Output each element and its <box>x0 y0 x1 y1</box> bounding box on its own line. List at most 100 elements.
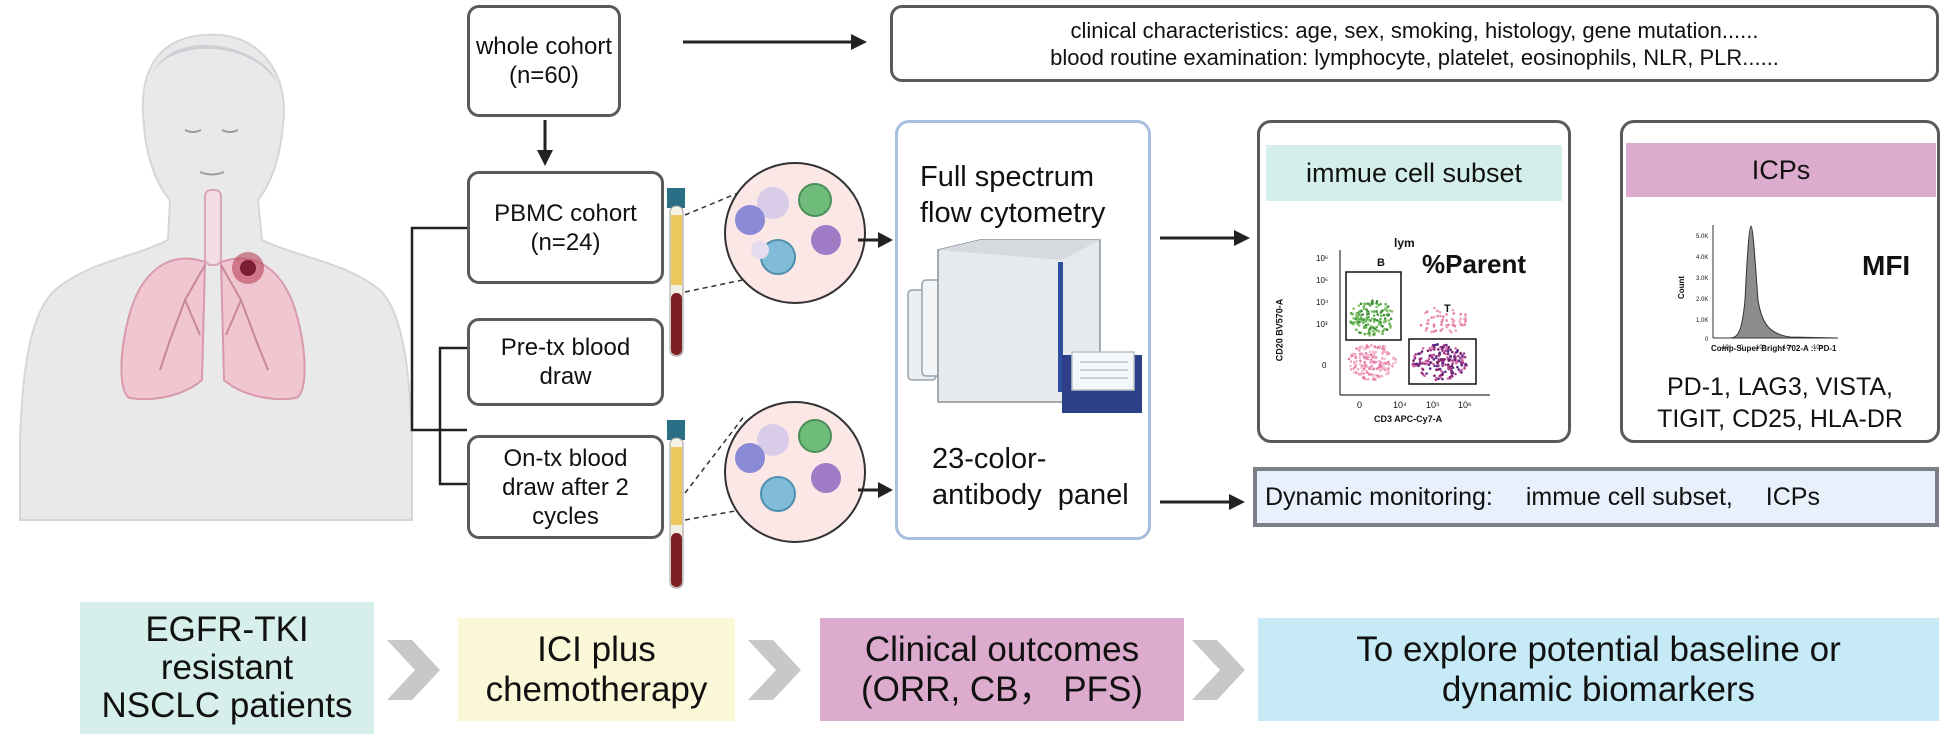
scatter-event <box>1351 321 1354 325</box>
clinical-line-2: blood routine examination: lymphocyte, p… <box>1050 44 1779 70</box>
scatter-event <box>1419 323 1423 327</box>
pbmc-cohort-label: PBMC cohort (n=24) <box>494 199 637 256</box>
histogram-y-tick: 1.0K <box>1696 318 1709 324</box>
scatter-event <box>1355 360 1358 363</box>
scatter-event <box>1436 314 1439 318</box>
scatter-event <box>1412 359 1415 362</box>
scatter-event <box>1385 350 1388 354</box>
scatter-event <box>1439 314 1442 318</box>
scatter-event <box>1449 367 1452 370</box>
scatter-event <box>1367 330 1371 333</box>
icp-header: ICPs <box>1626 143 1936 197</box>
scatter-event <box>1446 366 1450 370</box>
histogram-x-tick: 10⁵ <box>1813 345 1823 351</box>
scatter-event <box>1367 354 1371 358</box>
scatter-event <box>1369 353 1373 357</box>
scatter-event <box>1385 353 1389 357</box>
scatter-event <box>1358 355 1361 359</box>
scatter-y-tick: 10⁶ <box>1316 254 1329 263</box>
scatter-plot <box>1339 250 1490 396</box>
scatter-event <box>1427 357 1431 360</box>
plot-title: lym <box>1394 236 1415 250</box>
scatter-event <box>1377 359 1381 363</box>
scatter-event <box>1441 364 1444 368</box>
scatter-event <box>1382 350 1385 354</box>
blood-tube-icon <box>667 188 685 357</box>
scatter-event <box>1434 329 1438 333</box>
scatter-event <box>1461 361 1465 365</box>
scatter-event <box>1459 312 1462 316</box>
scatter-event <box>1354 371 1358 375</box>
scatter-event <box>1446 363 1450 367</box>
scatter-event <box>1425 372 1428 375</box>
scatter-event <box>1447 359 1451 362</box>
scatter-event <box>1445 343 1448 347</box>
scatter-event <box>1363 367 1366 371</box>
scatter-event <box>1362 372 1366 375</box>
dynamic-item-2: ICPs <box>1765 482 1820 511</box>
scatter-event <box>1441 349 1444 352</box>
scatter-y-tick: 10⁴ <box>1316 298 1329 307</box>
clinical-characteristics-box: clinical characteristics: age, sex, smok… <box>890 5 1939 82</box>
scatter-event <box>1445 313 1448 316</box>
scatter-event <box>1373 354 1376 358</box>
scatter-event <box>1438 311 1442 314</box>
parent-metric: %Parent <box>1422 249 1527 279</box>
histogram-y-tick: 5.0K <box>1696 234 1709 240</box>
scatter-event <box>1364 325 1367 329</box>
scatter-event <box>1385 328 1389 332</box>
scatter-event <box>1432 358 1436 361</box>
scatter-event <box>1387 319 1391 322</box>
scatter-event <box>1391 365 1394 368</box>
scatter-event <box>1454 347 1457 350</box>
scatter-event <box>1373 318 1377 321</box>
scatter-event <box>1451 375 1454 378</box>
scatter-event <box>1360 366 1364 369</box>
scatter-event <box>1414 353 1417 356</box>
scatter-event <box>1353 363 1356 366</box>
scatter-event <box>1430 353 1434 357</box>
scatter-event <box>1453 352 1456 356</box>
scatter-event <box>1424 329 1428 332</box>
scatter-event <box>1347 357 1351 361</box>
scatter-event <box>1376 374 1379 377</box>
scatter-event <box>1454 362 1458 365</box>
scatter-event <box>1464 362 1467 366</box>
scatter-event <box>1353 361 1356 364</box>
scatter-event <box>1389 309 1392 312</box>
scatter-event <box>1377 303 1381 307</box>
scatter-event <box>1457 354 1460 358</box>
scatter-event <box>1389 324 1392 328</box>
scatter-event <box>1441 358 1445 361</box>
scatter-event <box>1368 350 1372 354</box>
scatter-event <box>1372 360 1375 364</box>
flow-step-biomarkers: To explore potential baseline or dynamic… <box>1258 618 1939 721</box>
scatter-event <box>1362 321 1365 325</box>
scatter-event <box>1463 366 1466 370</box>
scatter-event <box>1355 347 1358 350</box>
flow-cytometer-icon <box>907 239 1142 413</box>
scatter-event <box>1356 368 1360 371</box>
scatter-event <box>1436 309 1440 313</box>
scatter-event <box>1386 305 1390 308</box>
histogram-y-tick: 0 <box>1705 337 1709 343</box>
scatter-event <box>1454 372 1457 376</box>
scatter-event <box>1362 307 1366 311</box>
scatter-x-tick: 10⁴ <box>1393 400 1407 410</box>
scatter-event <box>1387 369 1391 373</box>
scatter-event <box>1365 344 1369 347</box>
scatter-event <box>1373 374 1376 377</box>
scatter-event <box>1433 364 1436 368</box>
flow-step-biomarkers-label: To explore potential baseline or dynamic… <box>1356 629 1841 709</box>
scatter-event <box>1436 343 1439 346</box>
scatter-event <box>1445 345 1449 349</box>
scatter-event <box>1447 323 1450 327</box>
scatter-event <box>1424 360 1427 363</box>
scatter-event <box>1349 364 1352 368</box>
scatter-event <box>1388 322 1391 326</box>
scatter-event <box>1446 352 1450 356</box>
scatter-event <box>1379 368 1382 371</box>
scatter-event <box>1383 345 1386 349</box>
scatter-event <box>1383 317 1387 320</box>
